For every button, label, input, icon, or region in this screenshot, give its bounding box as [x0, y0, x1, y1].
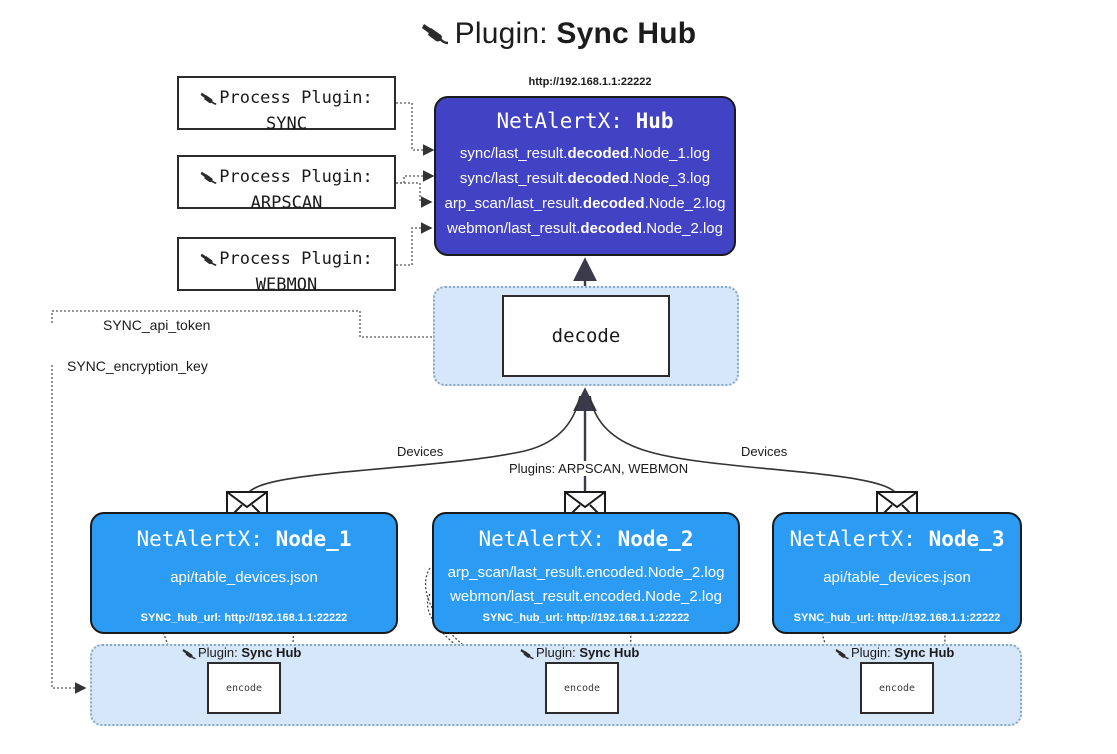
plug-icon — [200, 90, 218, 113]
hub-log-line: webmon/last_result.decoded.Node_2.log — [447, 220, 723, 237]
sync-api-token-label: SYNC_api_token — [100, 317, 214, 333]
decode-box[interactable]: decode — [502, 295, 670, 377]
hub-title-prefix: NetAlertX: — [496, 109, 623, 133]
hub-url-label: http://192.168.1.1:22222 — [528, 76, 652, 88]
plug-icon — [182, 647, 197, 663]
edge-label-plugins: Plugins: ARPSCAN, WEBMON — [505, 461, 693, 476]
page-title: Plugin: Sync Hub — [0, 14, 1117, 57]
process-plugin-name: SYNC — [266, 114, 307, 134]
node-box-node-3[interactable]: NetAlertX: Node_3 api/table_devices.json… — [772, 512, 1022, 634]
title-name: Sync Hub — [556, 17, 697, 50]
process-plugin-box-webmon[interactable]: Process Plugin: WEBMON — [177, 237, 396, 295]
hub-log-line: sync/last_result.decoded.Node_3.log — [459, 170, 711, 187]
hub-log-line: arp_scan/last_result.decoded.Node_2.log — [444, 195, 726, 212]
process-plugin-box-arpscan[interactable]: Process Plugin: ARPSCAN — [177, 155, 396, 213]
process-plugin-box-sync[interactable]: Process Plugin: SYNC — [177, 76, 396, 134]
node-box-node-2[interactable]: NetAlertX: Node_2 arp_scan/last_result.e… — [432, 512, 740, 634]
node-footer: SYNC_hub_url: http://192.168.1.1:22222 — [482, 612, 690, 624]
plugin-band-label-3: Plugin: Sync Hub — [835, 645, 954, 663]
node-line: webmon/last_result.encoded.Node_2.log — [450, 588, 722, 605]
node-line: api/table_devices.json — [170, 569, 318, 586]
hub-node-box[interactable]: NetAlertX: Hub sync/last_result.decoded.… — [434, 96, 736, 256]
edge-label-devices-left: Devices — [393, 444, 448, 459]
process-plugin-name: ARPSCAN — [250, 193, 323, 213]
node-footer: SYNC_hub_url: http://192.168.1.1:22222 — [140, 612, 348, 624]
node-footer: SYNC_hub_url: http://192.168.1.1:22222 — [793, 612, 1001, 624]
plugin-band-label-2: Plugin: Sync Hub — [520, 645, 639, 663]
plug-icon — [421, 17, 451, 57]
hub-title: NetAlertX: Hub — [436, 109, 734, 133]
hub-log-line: sync/last_result.decoded.Node_1.log — [459, 145, 711, 162]
process-plugin-label: Process Plugin: — [219, 249, 373, 269]
process-plugin-name: WEBMON — [255, 275, 318, 295]
sync-encryption-key-label: SYNC_encryption_key — [64, 358, 211, 374]
title-prefix: Plugin: — [454, 17, 548, 50]
encode-box-1[interactable]: encode — [207, 662, 281, 714]
edge-label-devices-right: Devices — [737, 444, 792, 459]
node-line: arp_scan/last_result.encoded.Node_2.log — [447, 564, 725, 581]
node-title: NetAlertX: Node_2 — [478, 527, 694, 551]
encode-box-3[interactable]: encode — [860, 662, 934, 714]
hub-title-name: Hub — [635, 109, 674, 133]
plugin-band-label-1: Plugin: Sync Hub — [182, 645, 301, 663]
node-title: NetAlertX: Node_1 — [136, 527, 352, 551]
process-plugin-label: Process Plugin: — [219, 88, 373, 108]
node-box-node-1[interactable]: NetAlertX: Node_1 api/table_devices.json… — [90, 512, 398, 634]
plug-icon — [200, 169, 218, 192]
node-title: NetAlertX: Node_3 — [789, 527, 1005, 551]
node-line: api/table_devices.json — [823, 569, 971, 586]
plug-icon — [520, 647, 535, 663]
plug-icon — [200, 251, 218, 274]
plug-icon — [835, 647, 850, 663]
process-plugin-label: Process Plugin: — [219, 167, 373, 187]
encode-box-2[interactable]: encode — [545, 662, 619, 714]
